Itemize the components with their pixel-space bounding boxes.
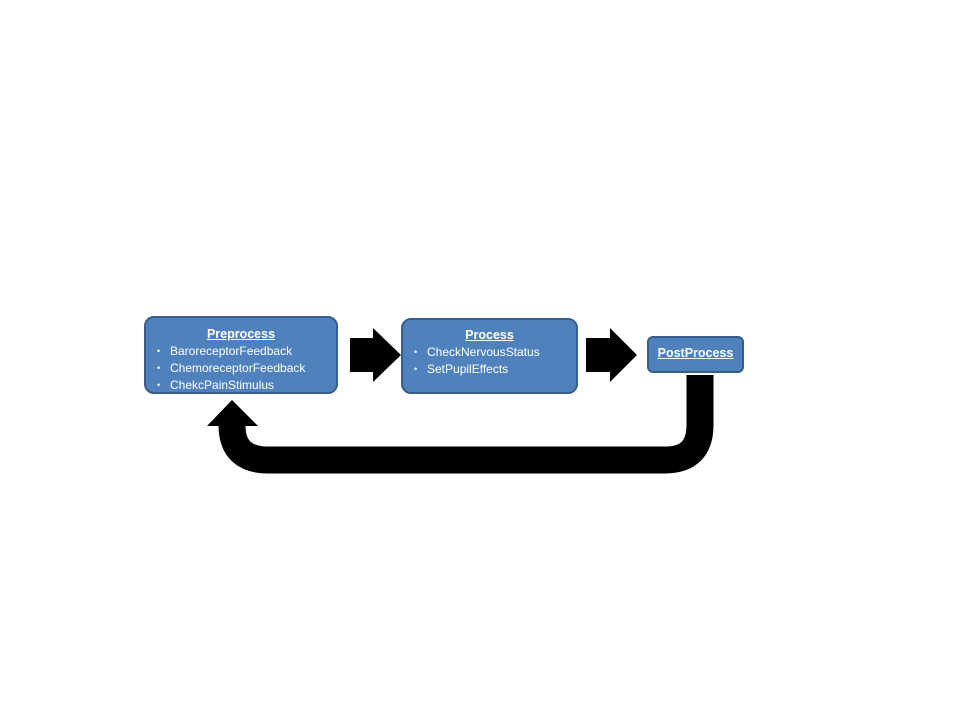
preprocess-list: • BaroreceptorFeedback • ChemoreceptorFeed…	[146, 343, 336, 394]
arrow-loop-back-head	[207, 400, 258, 426]
preprocess-title: Preprocess	[206, 327, 276, 341]
bullet-icon: •	[414, 347, 418, 357]
list-item-label: ChekcPainStimulus	[170, 378, 275, 392]
bullet-icon: •	[157, 380, 161, 390]
bullet-icon: •	[414, 364, 418, 374]
bullet-icon: •	[157, 363, 161, 373]
bullet-icon: •	[157, 346, 161, 356]
postprocess-title: PostProcess	[657, 346, 734, 360]
list-item-label: SetPupilEffects	[427, 362, 509, 376]
process-box: Process • CheckNervousStatus • SetPupilEff…	[401, 318, 578, 394]
arrow-loop-back	[218, 375, 714, 474]
arrow-process-to-postprocess	[586, 328, 637, 382]
list-item: • ChekcPainStimulus	[146, 377, 336, 394]
list-item-label: ChemoreceptorFeedback	[170, 361, 306, 375]
process-title: Process	[465, 328, 514, 342]
list-item: • CheckNervousStatus	[403, 344, 576, 361]
preprocess-box: Preprocess • BaroreceptorFeedback • Chemor…	[144, 316, 338, 394]
list-item: • SetPupilEffects	[403, 361, 576, 378]
list-item-label: BaroreceptorFeedback	[170, 344, 293, 358]
process-list: • CheckNervousStatus • SetPupilEffects	[403, 344, 576, 378]
arrow-preprocess-to-process	[350, 328, 401, 382]
list-item: • ChemoreceptorFeedback	[146, 360, 336, 377]
list-item-label: CheckNervousStatus	[427, 345, 540, 359]
list-item: • BaroreceptorFeedback	[146, 343, 336, 360]
postprocess-box: PostProcess	[647, 336, 744, 373]
